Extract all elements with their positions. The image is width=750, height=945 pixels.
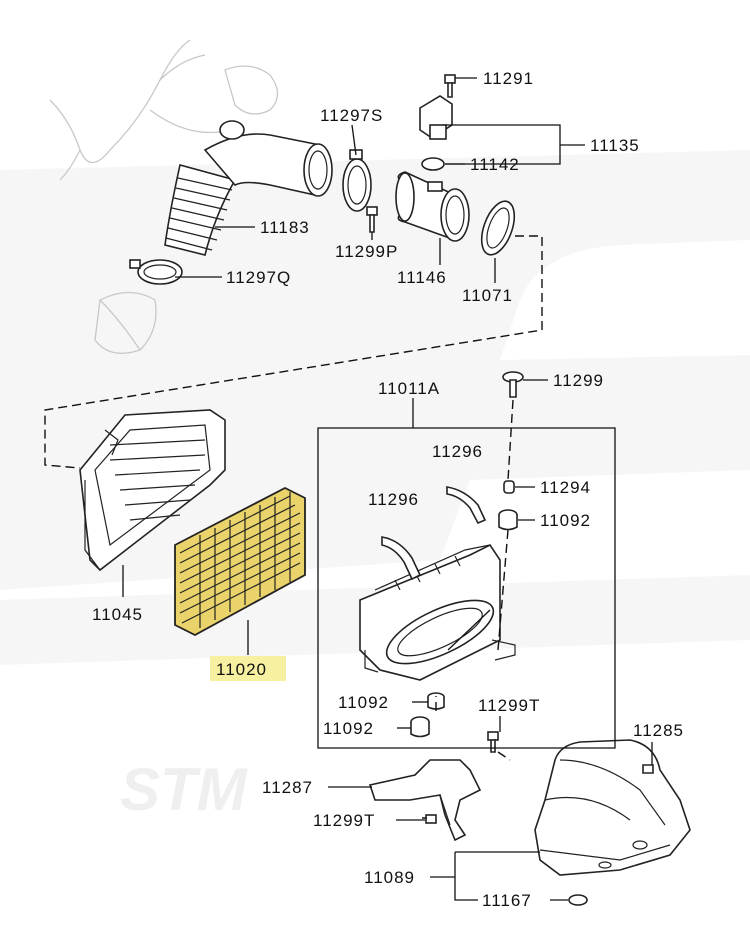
label-11296-lower[interactable]: 11296: [368, 490, 419, 509]
label-11299t-upper[interactable]: 11299T: [478, 696, 540, 715]
air-cleaner-cover-11011a: [359, 543, 516, 681]
hose-clamp-11297s: [342, 149, 372, 212]
label-11092-middle[interactable]: 11092: [338, 693, 389, 712]
label-11146[interactable]: 11146: [397, 268, 447, 287]
clip-11167: [568, 894, 588, 906]
grommet-11092-a: [498, 509, 518, 531]
bolt-11299t-lower: [422, 814, 437, 824]
faint-wiring-harness: [49, 39, 279, 354]
label-11167[interactable]: 11167: [482, 891, 532, 910]
seal-ring-11071: [480, 200, 516, 256]
airflow-meter-11146: [395, 171, 470, 242]
hose-clamp-11297q: [129, 259, 183, 285]
grommet-11092-c: [410, 716, 430, 738]
intake-hose-11183: [164, 120, 333, 256]
air-cleaner-case-11045: [79, 409, 226, 572]
bolt-11299t-upper: [487, 731, 499, 753]
label-11092-upper[interactable]: 11092: [540, 511, 591, 530]
bolt-11299p: [366, 206, 378, 233]
label-11297s[interactable]: 11297S: [320, 106, 383, 125]
leader-lines: [122, 77, 653, 901]
label-11183[interactable]: 11183: [260, 218, 310, 237]
clip-11294: [503, 480, 515, 494]
breather-hose-11296: [381, 486, 487, 581]
label-11089[interactable]: 11089: [364, 868, 415, 887]
air-filter-element-11020: [174, 486, 306, 637]
label-11011a[interactable]: 11011A: [378, 379, 440, 398]
subassembly-box-11011a: [317, 398, 616, 749]
label-11071[interactable]: 11071: [462, 286, 513, 305]
label-11020[interactable]: 11020: [216, 660, 267, 679]
label-11299t-lower[interactable]: 11299T: [313, 811, 375, 830]
label-11092-lower[interactable]: 11092: [323, 719, 374, 738]
airflow-sensor-11135: [419, 74, 456, 171]
label-11045[interactable]: 11045: [92, 605, 143, 624]
label-11299[interactable]: 11299: [553, 371, 604, 390]
bolt-11299: [502, 371, 524, 398]
label-11296-upper[interactable]: 11296: [432, 442, 483, 461]
label-11135[interactable]: 11135: [590, 136, 640, 155]
air-duct-11089: [534, 739, 691, 876]
bracket-11287: [368, 759, 482, 842]
label-11142[interactable]: 11142: [470, 155, 520, 174]
label-11291[interactable]: 11291: [483, 69, 534, 88]
label-11297q[interactable]: 11297Q: [226, 268, 291, 287]
bolt-11285: [642, 764, 654, 774]
label-11294[interactable]: 11294: [540, 478, 591, 497]
label-11285[interactable]: 11285: [633, 721, 684, 740]
svg-text:STM: STM: [120, 756, 249, 823]
part-number-highlight: [210, 656, 286, 681]
label-11299p[interactable]: 11299P: [335, 242, 398, 261]
label-11287[interactable]: 11287: [262, 778, 313, 797]
dashed-connection-lines: [44, 235, 543, 761]
